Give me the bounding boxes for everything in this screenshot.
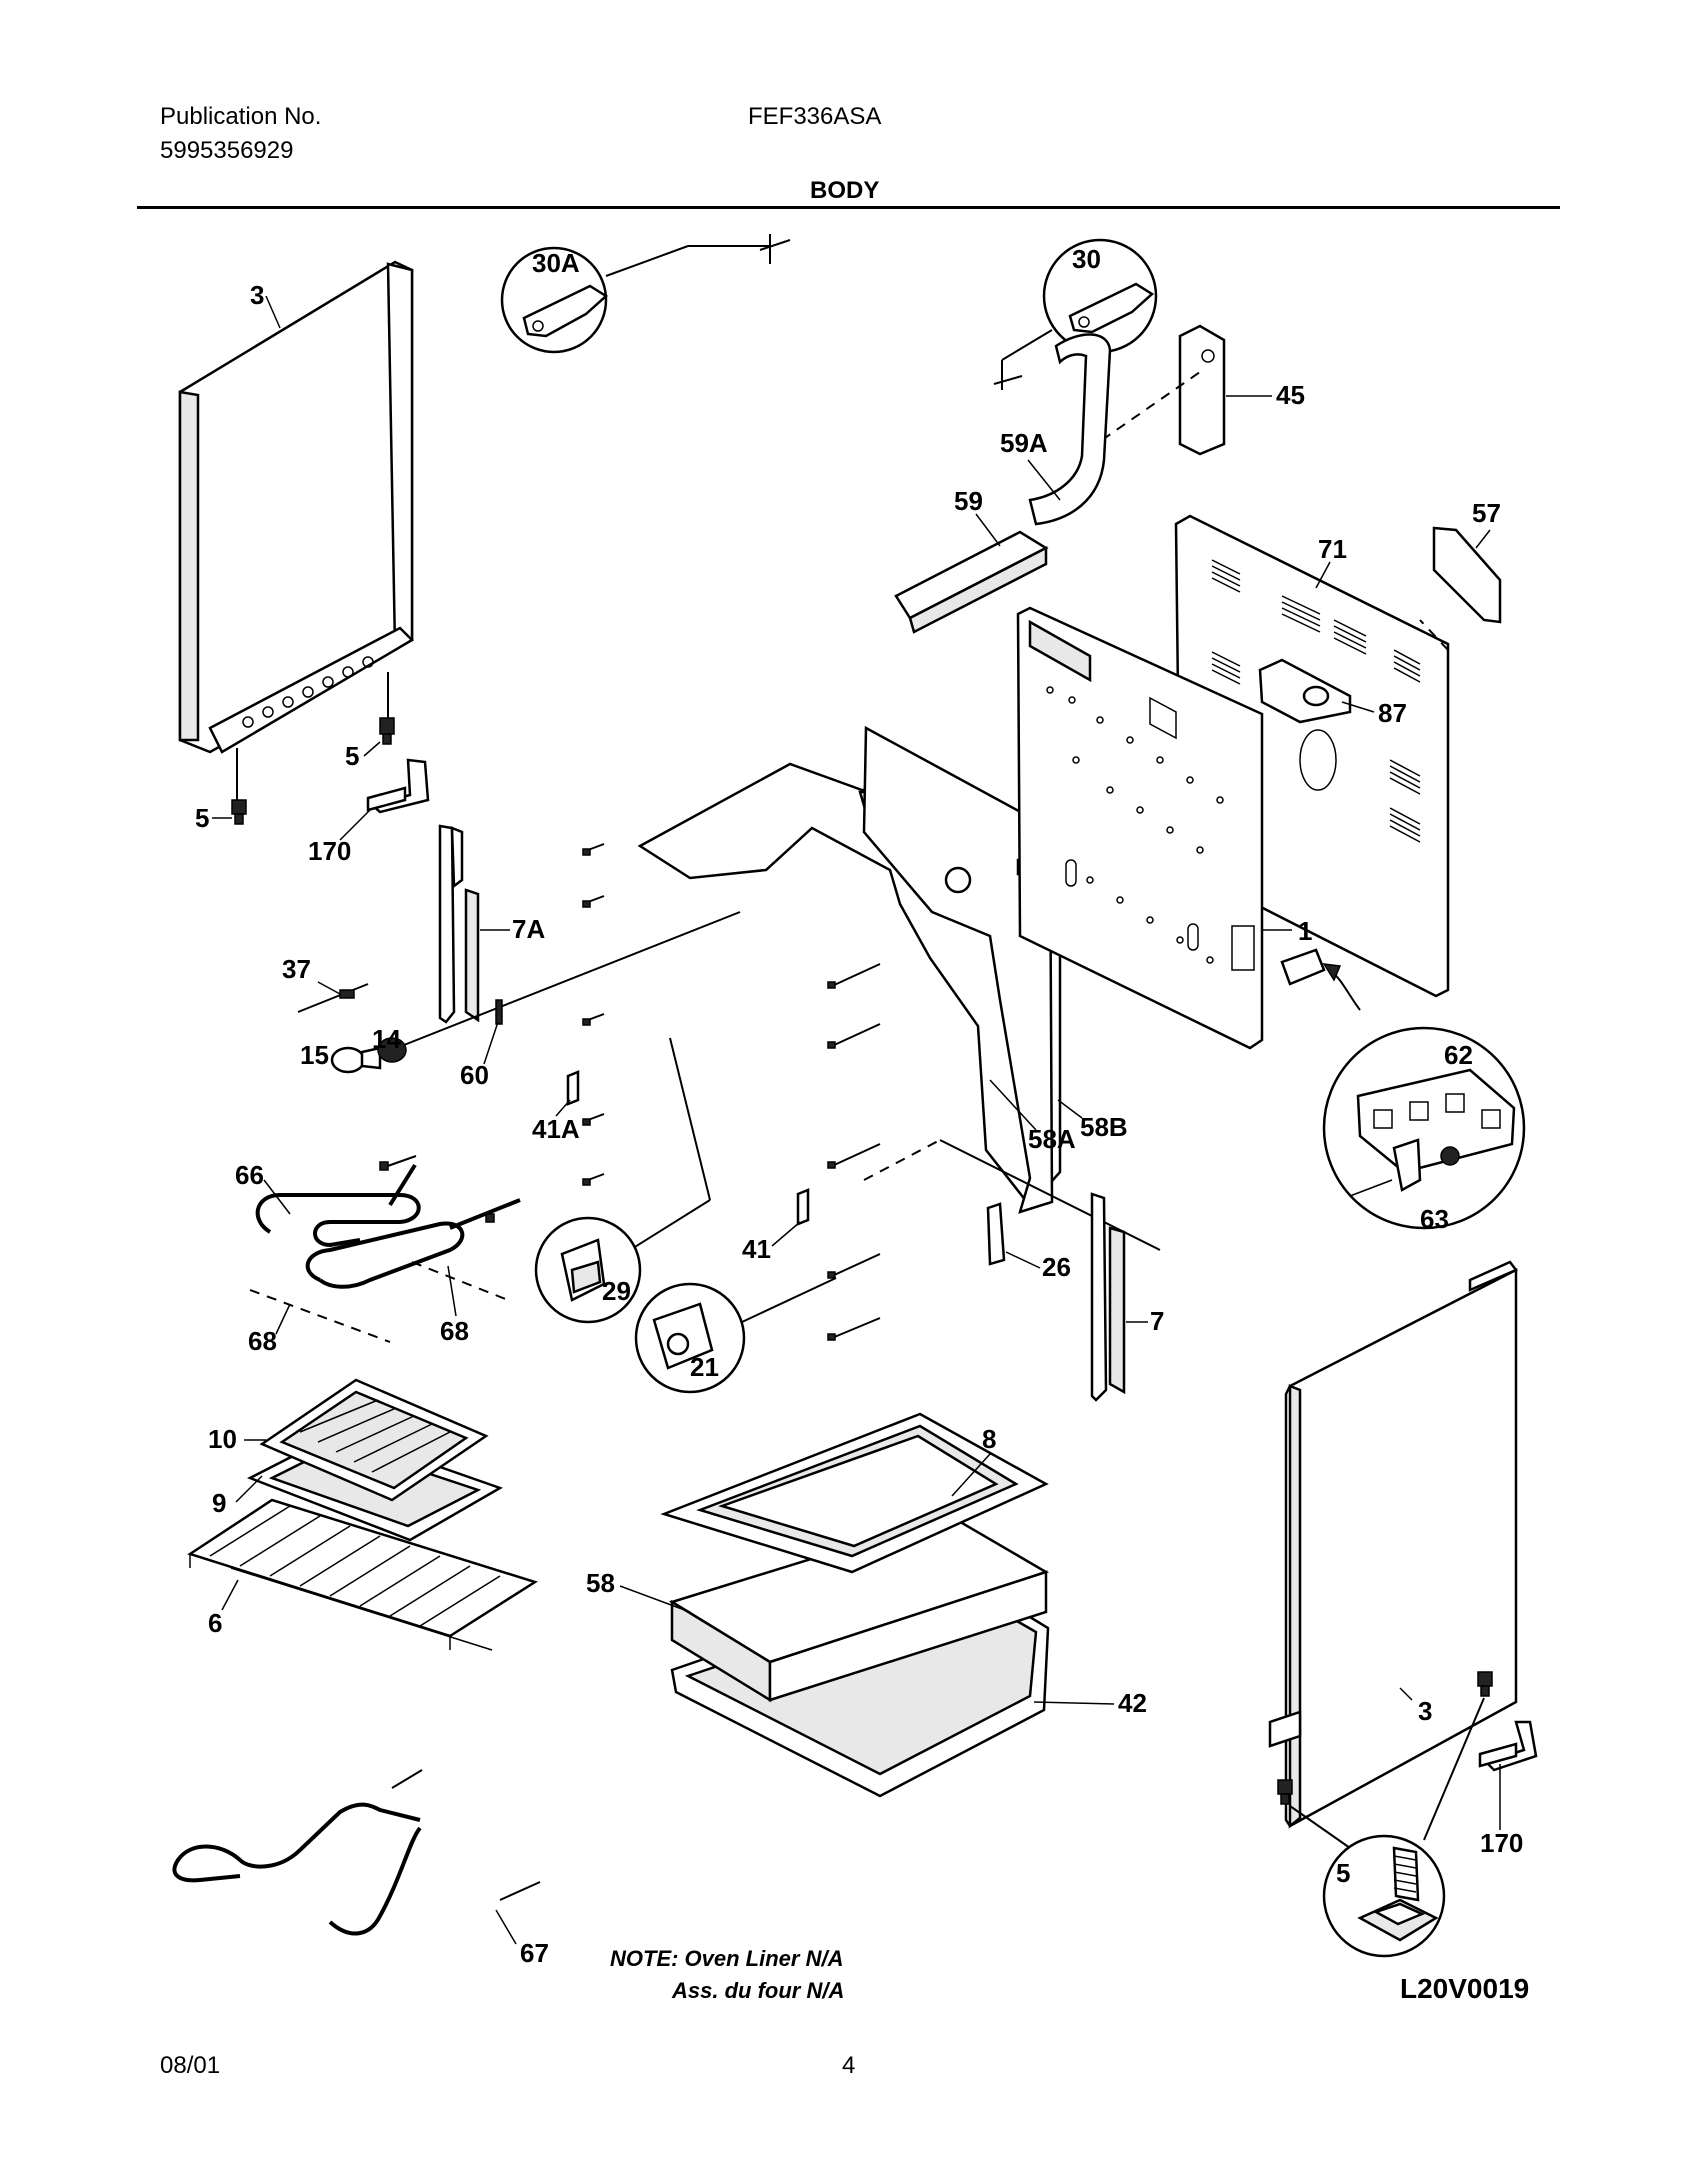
- callout-9: 9: [212, 1488, 226, 1518]
- callout-14: 14: [372, 1024, 401, 1054]
- leveling-leg-detail: [1357, 1846, 1439, 1942]
- leveling-leg-upper: [379, 717, 395, 745]
- label-plate-57: [1432, 526, 1502, 624]
- callout-87: 87: [1378, 698, 1407, 728]
- latch-part-29: [560, 1238, 606, 1302]
- bracket-part-30: [1068, 282, 1155, 334]
- callout-1: 1: [1298, 916, 1312, 946]
- rack-support-right: [1090, 1192, 1126, 1402]
- callout-7: 7: [1150, 1306, 1164, 1336]
- detail-circle-5: [1322, 1834, 1446, 1958]
- callout-30: 30: [1072, 244, 1101, 274]
- oven-rack: [187, 1498, 538, 1651]
- callout-42: 42: [1118, 1688, 1147, 1718]
- oven-light-bulb: [330, 911, 741, 1074]
- terminal-block-small: [1280, 948, 1326, 986]
- callout-62: 62: [1444, 1040, 1473, 1070]
- wire-part-37: [297, 983, 369, 1013]
- clip-part-41A: [566, 1070, 580, 1106]
- oven-front-frame: [862, 725, 1054, 1214]
- callout-60: 60: [460, 1060, 489, 1090]
- oven-back-liner: [1016, 606, 1264, 1050]
- right-side-panel: [1268, 1260, 1518, 1829]
- broil-element: [255, 1155, 521, 1289]
- callout-8: 8: [982, 1424, 996, 1454]
- leveling-leg-right-front: [1277, 1779, 1293, 1805]
- left-side-panel: [178, 260, 415, 800]
- callout-71: 71: [1318, 534, 1347, 564]
- publication-label: Publication No.: [160, 103, 322, 130]
- leveling-leg-right-back: [1477, 1671, 1493, 1697]
- note-line-2: Ass. du four N/A: [671, 1978, 844, 2003]
- page-number: 4: [842, 2052, 856, 2079]
- callout-59A: 59A: [1000, 428, 1048, 458]
- callout-170-left: 170: [308, 836, 351, 866]
- callout-66: 66: [235, 1160, 264, 1190]
- callout-10: 10: [208, 1424, 237, 1454]
- screws-left-column: [582, 843, 605, 1186]
- wire-channel-59A: [1028, 333, 1112, 526]
- callout-68-right: 68: [440, 1316, 469, 1346]
- callout-59: 59: [954, 486, 983, 516]
- clip-part-60: [495, 999, 503, 1025]
- callout-29: 29: [602, 1276, 631, 1306]
- callout-58B: 58B: [1080, 1112, 1128, 1142]
- callout-41: 41: [742, 1234, 771, 1264]
- model-number: FEF336ASA: [748, 103, 882, 130]
- wire-channel-59: [894, 530, 1049, 634]
- callout-68-left: 68: [248, 1326, 277, 1356]
- clip-part-41: [796, 1188, 810, 1226]
- rack-support-left: [438, 824, 480, 1024]
- callout-7A: 7A: [512, 914, 545, 944]
- grommet-part-21: [652, 1302, 714, 1370]
- publication-number: 5995356929: [160, 137, 294, 164]
- callout-26: 26: [1042, 1252, 1071, 1282]
- anti-tip-bracket-right: [1478, 1720, 1538, 1772]
- callout-67: 67: [520, 1938, 549, 1968]
- callout-170-right: 170: [1480, 1828, 1523, 1858]
- callout-5-detail: 5: [1336, 1858, 1350, 1888]
- callout-6: 6: [208, 1608, 222, 1638]
- section-title: BODY: [810, 177, 880, 204]
- callout-45: 45: [1276, 380, 1305, 410]
- footer-date: 08/01: [160, 2052, 221, 2079]
- anti-tip-bracket-left: [366, 758, 430, 814]
- note-line-1: NOTE: Oven Liner N/A: [610, 1946, 843, 1971]
- callout-30A: 30A: [532, 248, 580, 278]
- broil-pan-grid: [259, 1378, 489, 1502]
- oven-top-panel: [660, 1412, 1049, 1574]
- header-rule: [137, 206, 1560, 209]
- callout-5-lower: 5: [195, 803, 209, 833]
- callout-37: 37: [282, 954, 311, 984]
- callout-58: 58: [586, 1568, 615, 1598]
- callout-41A: 41A: [532, 1114, 580, 1144]
- callout-5-upper: 5: [345, 741, 359, 771]
- callout-15: 15: [300, 1040, 329, 1070]
- callout-3-right: 3: [1418, 1696, 1432, 1726]
- leveling-leg-lower: [231, 799, 247, 825]
- callout-21: 21: [690, 1352, 719, 1382]
- screws-center-column: [827, 963, 881, 1341]
- bracket-part-30A: [522, 284, 609, 338]
- bracket-part-26: [986, 1202, 1006, 1266]
- callout-3-left: 3: [250, 280, 264, 310]
- mounting-bracket-63: [1349, 1138, 1460, 1197]
- drawing-number: L20V0019: [1400, 1973, 1529, 2004]
- bake-element: [172, 1769, 541, 1936]
- terminal-block-45: [1178, 324, 1226, 456]
- callout-63: 63: [1420, 1204, 1449, 1234]
- callout-57: 57: [1472, 498, 1501, 528]
